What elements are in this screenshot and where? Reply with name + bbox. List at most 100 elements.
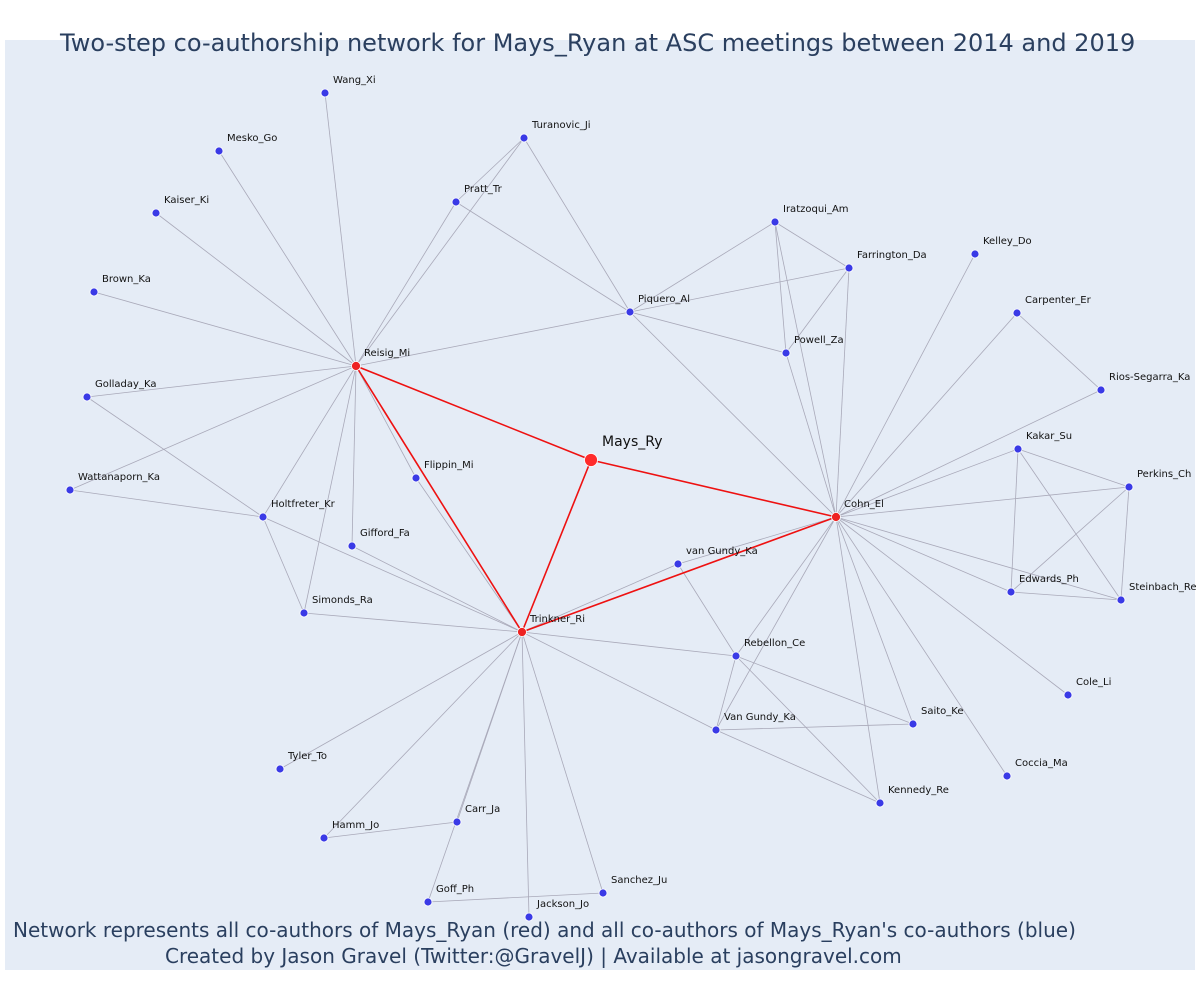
node-powell-za[interactable]	[781, 348, 791, 358]
edge-perkins-ch--edwards-ph	[1010, 486, 1130, 593]
edge-piquero-al--powell-za	[629, 311, 787, 354]
node-reisig-mi[interactable]	[351, 361, 361, 371]
node-steinbach-re[interactable]	[1116, 595, 1126, 605]
node-label-sanchez-ju: Sanchez_Ju	[611, 875, 667, 886]
node-label-wang-xi: Wang_Xi	[333, 75, 376, 86]
node-label-cole-li: Cole_Li	[1076, 677, 1111, 688]
node-wang-xi[interactable]	[320, 88, 330, 98]
node-goff-ph[interactable]	[423, 897, 433, 907]
edge-reisig-mi--gifford-fa	[351, 365, 357, 547]
node-sanchez-ju[interactable]	[598, 888, 608, 898]
node-saito-ke[interactable]	[908, 719, 918, 729]
node-brown-ka[interactable]	[89, 287, 99, 297]
edge-reisig-mi--pratt-tr	[355, 201, 457, 367]
node-label-tyler-to: Tyler_To	[287, 751, 327, 762]
node-pratt-tr[interactable]	[451, 197, 461, 207]
node-cohn-el[interactable]	[831, 512, 841, 522]
edge-cohn-el--trinkner-ri	[521, 516, 837, 633]
edge-trinkner-ri--van-gundy-ka	[521, 563, 679, 633]
node-turanovic-ji[interactable]	[519, 133, 529, 143]
node-label-trinkner-ri: Trinkner_Ri	[529, 614, 585, 625]
edge-mays-ry--trinkner-ri	[521, 459, 592, 633]
node-kelley-do[interactable]	[970, 249, 980, 259]
node-label-iratzoqui-am: Iratzoqui_Am	[783, 204, 849, 215]
node-carpenter-er[interactable]	[1012, 308, 1022, 318]
node-label-edwards-ph: Edwards_Ph	[1019, 574, 1079, 585]
edge-holtfreter-kr--trinkner-ri	[262, 516, 523, 633]
node-flippin-mi[interactable]	[411, 473, 421, 483]
node-tyler-to[interactable]	[275, 764, 285, 774]
node-label-van-gundy-ka: Van Gundy_Ka	[724, 712, 796, 723]
node-wattanaporn-ka[interactable]	[65, 485, 75, 495]
node-label-goff-ph: Goff_Ph	[436, 884, 474, 895]
node-iratzoqui-am[interactable]	[770, 217, 780, 227]
node-holtfreter-kr[interactable]	[258, 512, 268, 522]
node-simonds-ra[interactable]	[299, 608, 309, 618]
edge-cohn-el--saito-ke	[835, 516, 914, 725]
node-hamm-jo[interactable]	[319, 833, 329, 843]
node-mays-ry[interactable]	[584, 453, 598, 467]
node-coccia-ma[interactable]	[1002, 771, 1012, 781]
node-label-gifford-fa: Gifford_Fa	[360, 528, 410, 539]
edge-golladay-ka--holtfreter-kr	[86, 396, 264, 518]
node-trinkner-ri[interactable]	[517, 627, 527, 637]
node-label-rios-segarra-ka: Rios-Segarra_Ka	[1109, 372, 1190, 383]
node-layer	[65, 88, 1134, 922]
node-edwards-ph[interactable]	[1006, 587, 1016, 597]
node-carr-ja[interactable]	[452, 817, 462, 827]
node-label-hamm-jo: Hamm_Jo	[332, 820, 379, 831]
node-perkins-ch[interactable]	[1124, 482, 1134, 492]
edge-reisig-mi--holtfreter-kr	[262, 365, 357, 518]
node-label-mays-ry: Mays_Ry	[602, 434, 662, 450]
node-rios-segarra-ka[interactable]	[1096, 385, 1106, 395]
node-mesko-go[interactable]	[214, 146, 224, 156]
node-label-kaiser-ki: Kaiser_Ki	[164, 195, 209, 206]
node-label-reisig-mi: Reisig_Mi	[364, 348, 410, 359]
edge-mays-ry--reisig-mi	[355, 365, 592, 461]
node-golladay-ka[interactable]	[82, 392, 92, 402]
edge-trinkner-ri--gifford-fa	[351, 545, 523, 633]
page-title: Two-step co-authorship network for Mays_…	[60, 29, 1136, 57]
node-cole-li[interactable]	[1063, 690, 1073, 700]
node-farrington-da[interactable]	[844, 263, 854, 273]
edge-iratzoqui-am--farrington-da	[774, 221, 850, 269]
node-label-powell-za: Powell_Za	[794, 335, 844, 346]
node-kakar-su[interactable]	[1013, 444, 1023, 454]
node-van-gundy-ka[interactable]	[673, 559, 683, 569]
node-gifford-fa[interactable]	[347, 541, 357, 551]
node-van-gundy-ka[interactable]	[711, 725, 721, 735]
edge-trinkner-ri--hamm-jo	[323, 631, 523, 839]
edge-reisig-mi--wattanaporn-ka	[69, 365, 357, 491]
edge-cohn-el--van-gundy-ka	[677, 516, 837, 565]
node-kaiser-ki[interactable]	[151, 208, 161, 218]
edge-reisig-mi--turanovic-ji	[355, 137, 525, 367]
edge-mays-ry--cohn-el	[590, 459, 837, 518]
plot-area	[5, 40, 1195, 970]
edge-reisig-mi--golladay-ka	[86, 365, 357, 398]
edge-piquero-al--iratzoqui-am	[629, 221, 776, 313]
node-label-pratt-tr: Pratt_Tr	[464, 184, 503, 195]
edge-kakar-su--edwards-ph	[1010, 448, 1019, 593]
edge-trinkner-ri--rebellon-ce	[521, 631, 737, 657]
edge-iratzoqui-am--cohn-el	[774, 221, 837, 518]
node-label-brown-ka: Brown_Ka	[102, 274, 151, 285]
edge-trinkner-ri--jackson-jo	[521, 631, 530, 918]
node-label-jackson-jo: Jackson_Jo	[536, 899, 589, 910]
node-label-kakar-su: Kakar_Su	[1026, 431, 1072, 442]
edge-trinkner-ri--tyler-to	[279, 631, 523, 770]
edge-cohn-el--perkins-ch	[835, 486, 1130, 518]
node-label-rebellon-ce: Rebellon_Ce	[744, 638, 805, 649]
node-piquero-al[interactable]	[625, 307, 635, 317]
node-kennedy-re[interactable]	[875, 798, 885, 808]
edge-reisig-mi--wang-xi	[324, 92, 357, 367]
node-label-mesko-go: Mesko_Go	[227, 133, 277, 144]
node-jackson-jo[interactable]	[524, 912, 534, 922]
edge-reisig-mi--brown-ka	[93, 291, 357, 367]
edge-kakar-su--steinbach-re	[1017, 448, 1122, 601]
node-rebellon-ce[interactable]	[731, 651, 741, 661]
edge-reisig-mi--flippin-mi	[355, 365, 417, 479]
edge-cohn-el--edwards-ph	[835, 516, 1012, 593]
edge-cohn-el--coccia-ma	[835, 516, 1008, 777]
edge-cohn-el--van-gundy-ka	[715, 516, 837, 731]
node-label-kennedy-re: Kennedy_Re	[888, 785, 949, 796]
